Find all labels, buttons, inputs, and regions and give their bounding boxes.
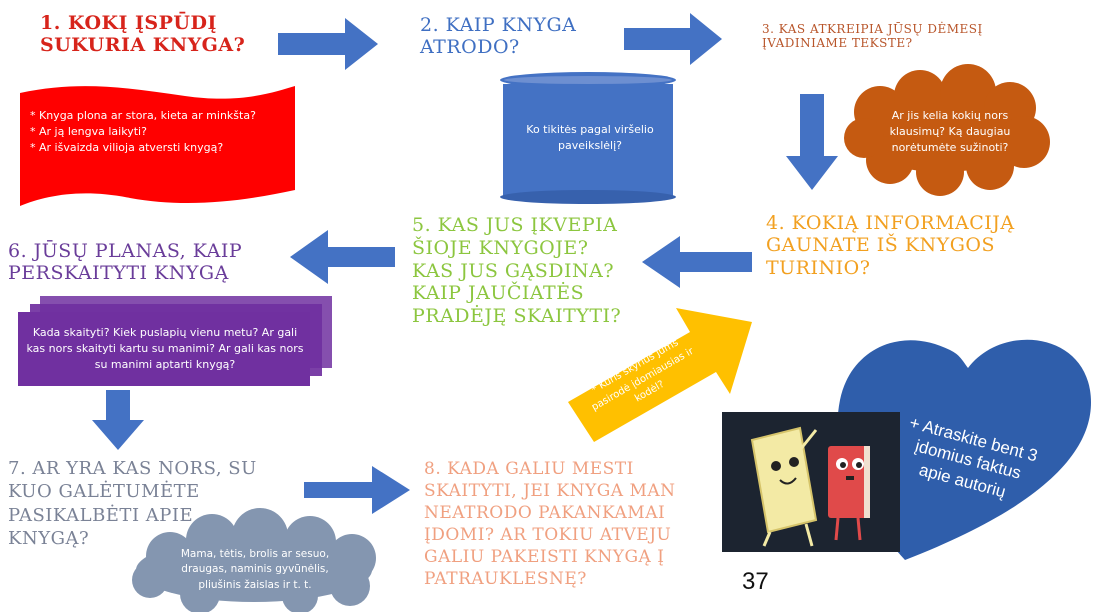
step-7-title: 7. AR YRA KAS NORS, SU KUO GALĖTUMĖTE PA…	[8, 458, 257, 550]
arrow-right-1-icon	[278, 18, 378, 70]
step-1-title: 1. KOKĮ ĮSPŪDĮ SUKURIA KNYGA?	[40, 12, 246, 57]
step-3-title: 3. KAS ATKREIPIA JŪSŲ DĖMESĮ ĮVADINIAME …	[762, 22, 983, 51]
arrow-right-2-icon	[624, 13, 722, 65]
note-1-line-2: * Ar ją lengva laikyti?	[30, 124, 147, 138]
step-4-title: 4. KOKIĄ INFORMACIJĄ GAUNATE IŠ KNYGOS T…	[766, 212, 1015, 279]
note-1: * Knyga plona ar stora, kieta ar minkšta…	[30, 108, 292, 156]
step-2-title: 2. KAIP KNYGA ATRODO?	[420, 14, 577, 59]
note-2: Ko tikitės pagal viršelio paveikslėlį?	[526, 123, 654, 152]
note-1-line-1: * Knyga plona ar stora, kieta ar minkšta…	[30, 109, 256, 122]
arrow-left-4-icon	[642, 236, 752, 288]
arrow-down-6-icon	[92, 390, 144, 450]
arrow-right-7-icon	[304, 466, 410, 514]
note-6: Kada skaityti? Kiek puslapių vienu metu?…	[26, 326, 304, 371]
note-7: Mama, tėtis, brolis ar sesuo, draugas, n…	[180, 548, 330, 591]
step-8-title: 8. KADA GALIU MESTI SKAITYTI, JEI KNYGA …	[424, 459, 676, 590]
arrow-left-5-icon	[290, 230, 395, 284]
step-6-title: 6. JŪSŲ PLANAS, KAIP PERSKAITYTI KNYGĄ	[8, 240, 243, 285]
page-number: 37	[742, 568, 769, 595]
step-5-title: 5. KAS JUS ĮKVEPIA ŠIOJE KNYGOJE? KAS JU…	[412, 214, 622, 328]
note-1-line-3: * Ar išvaizda vilioja atversti knygą?	[30, 140, 224, 154]
note-3: Ar jis kelia kokių nors klausimų? Ką dau…	[889, 109, 1011, 154]
arrow-down-3-icon	[786, 94, 838, 190]
